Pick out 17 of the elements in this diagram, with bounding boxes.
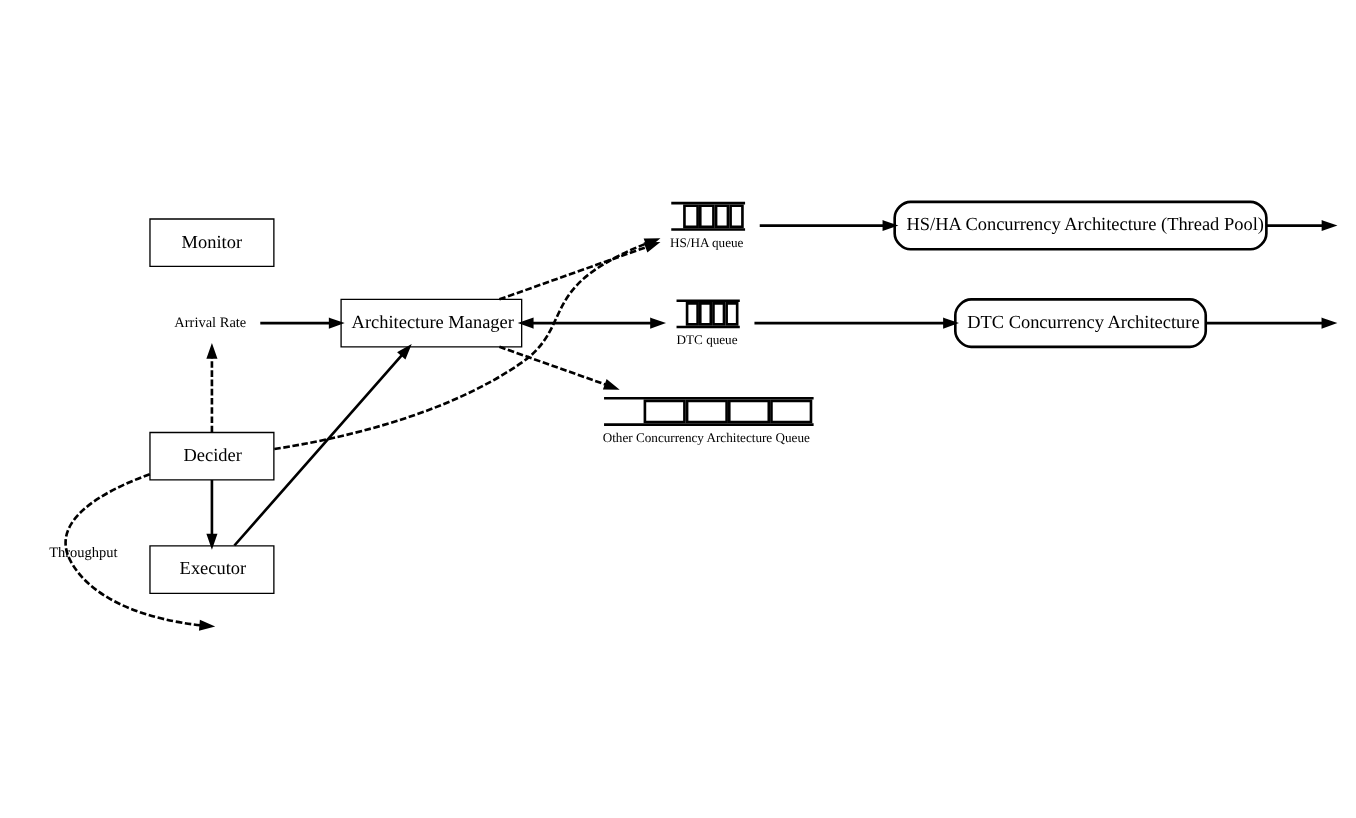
node-box: Architecture Manager bbox=[340, 297, 523, 347]
node-box: DTC Concurrency Architecture bbox=[954, 297, 1208, 348]
arrow bbox=[1266, 219, 1338, 231]
arrow bbox=[754, 316, 959, 328]
arrow bbox=[260, 316, 345, 328]
node-box: Monitor bbox=[149, 217, 275, 267]
arrow bbox=[206, 342, 218, 432]
arrow bbox=[233, 342, 412, 546]
node-box: Executor bbox=[149, 544, 275, 593]
arrow bbox=[759, 219, 899, 231]
arrow bbox=[206, 479, 218, 549]
arrow bbox=[64, 471, 216, 630]
arrow bbox=[498, 344, 620, 389]
node-box: Decider bbox=[149, 430, 275, 480]
arrow bbox=[517, 316, 667, 328]
node-box: HS/HA Concurrency Architecture (Thread Pool) bbox=[893, 199, 1268, 250]
arrow bbox=[1205, 316, 1338, 328]
